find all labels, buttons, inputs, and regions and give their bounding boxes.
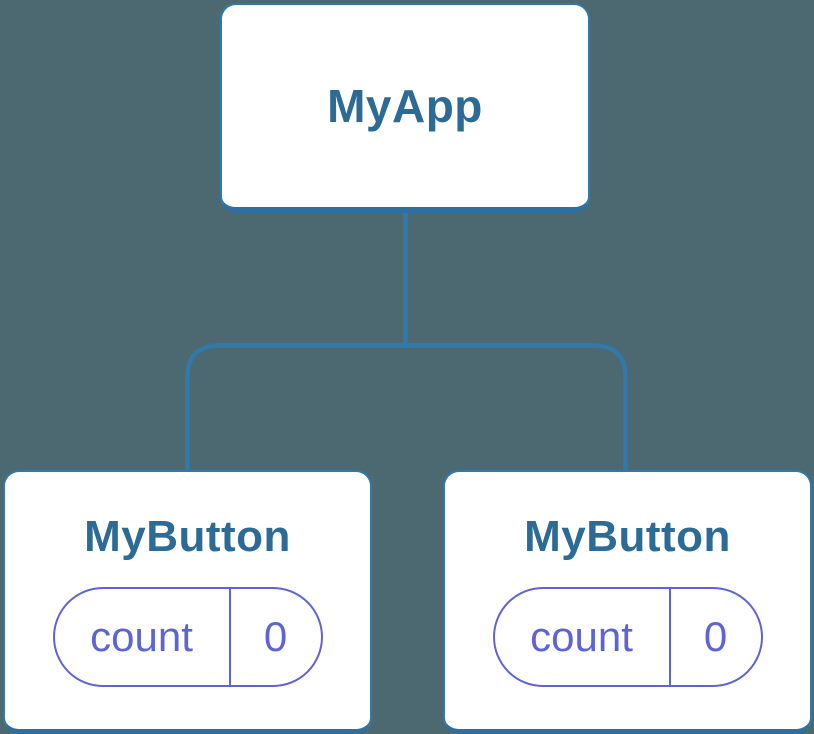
- state-name-cell: count: [495, 589, 669, 685]
- state-value: 0: [263, 612, 288, 660]
- child-node-label: MyButton: [524, 512, 731, 561]
- root-node-label: MyApp: [327, 80, 483, 132]
- child-node-label: MyButton: [84, 512, 291, 561]
- state-value-cell: 0: [228, 588, 321, 685]
- child-node-mybutton-right: MyButton count 0: [443, 470, 812, 734]
- state-value-cell: 0: [668, 588, 761, 685]
- state-name: count: [530, 612, 633, 660]
- state-name: count: [90, 612, 193, 660]
- child-node-mybutton-left: MyButton count 0: [3, 470, 372, 734]
- state-pill: count 0: [492, 586, 763, 687]
- state-pill: count 0: [52, 586, 323, 687]
- state-name-cell: count: [55, 589, 229, 685]
- state-value: 0: [703, 612, 728, 660]
- root-node-myapp: MyApp: [220, 3, 590, 213]
